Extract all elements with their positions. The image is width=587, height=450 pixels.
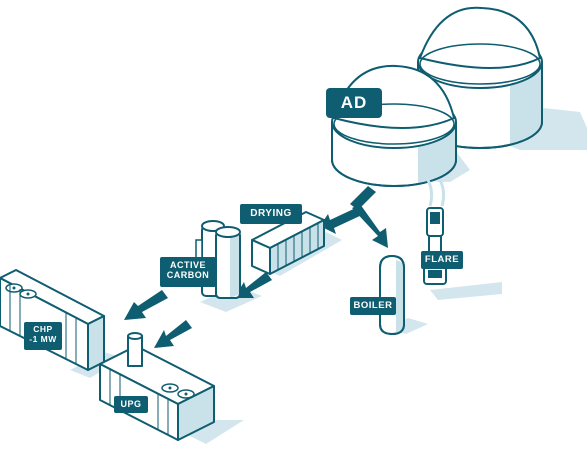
upg-container xyxy=(99,332,215,441)
active-carbon-vessel-front-top xyxy=(215,226,241,238)
drying-ribs xyxy=(277,224,319,270)
arrow-active-carbon-to-chp xyxy=(124,290,168,320)
drying-label: DRYING xyxy=(240,204,302,224)
arrow-drying-to-active-carbon xyxy=(234,272,272,298)
boiler-outline xyxy=(379,254,405,336)
boiler-vessel xyxy=(379,254,405,336)
boiler-shade xyxy=(396,260,404,334)
upg-stack xyxy=(127,332,143,367)
flare-tip-window xyxy=(430,212,440,224)
ad-label: AD xyxy=(326,88,382,118)
flare-shadow xyxy=(430,282,502,300)
ad-tank-front-outline xyxy=(331,122,457,187)
flare-base-band xyxy=(428,270,442,278)
active-carbon-vessel-shade xyxy=(230,234,240,298)
drying-container xyxy=(251,211,325,275)
upg-side xyxy=(177,385,215,441)
active-carbon-label: ACTIVE CARBON xyxy=(160,257,216,287)
chp-label: CHP -1 MW xyxy=(24,322,62,350)
ad-tank-back xyxy=(417,6,543,149)
arrow-active-carbon-to-upg xyxy=(154,320,192,348)
chp-container xyxy=(0,269,105,371)
boiler-label: BOILER xyxy=(350,297,396,315)
chp-ribs xyxy=(9,284,77,364)
ad-tank-back-dome xyxy=(419,6,541,69)
upg-label: UPG xyxy=(114,396,148,413)
flare-label: FLARE xyxy=(421,251,463,269)
ad-tank-front xyxy=(331,64,457,187)
ad-tank-back-roof-band xyxy=(419,43,541,85)
arrow-to-boiler xyxy=(352,204,388,248)
chp-side xyxy=(87,315,105,371)
upg-stack-pipe xyxy=(127,335,143,367)
flare-heat-glow xyxy=(426,179,446,207)
ad-tank-front-roof-band xyxy=(333,103,455,145)
arrow-to-drying xyxy=(320,206,364,234)
flow-arrows xyxy=(124,186,388,348)
ad-outlet-stem-arrow xyxy=(350,186,376,210)
ad-digester-tanks xyxy=(331,6,543,187)
upg-shadow xyxy=(186,420,244,444)
upg-fans xyxy=(161,383,195,399)
